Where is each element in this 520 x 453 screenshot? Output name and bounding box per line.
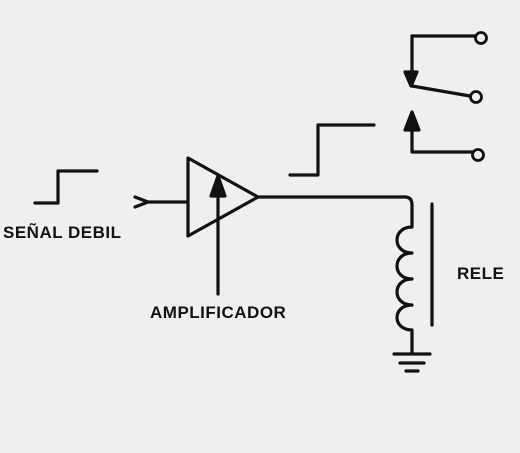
relay-armature [410, 34, 472, 98]
input-step-waveform [33, 169, 99, 205]
ground-symbol [392, 346, 432, 373]
amplifier-triangle [186, 156, 260, 238]
amplifier-gain-arrowhead [209, 174, 227, 198]
relay-common-terminal [469, 90, 483, 104]
relay-lower-contact-arrowhead [403, 110, 421, 132]
relay-upper-terminal [474, 31, 488, 45]
amplifier-label: AMPLIFICADOR [150, 303, 287, 322]
relay-armature-arrowhead [403, 70, 419, 88]
input-signal-label: SEÑAL DEBIL [3, 223, 122, 242]
relay-lower-contact-wire [410, 121, 474, 154]
output-step-waveform [288, 123, 376, 177]
relay-coil [395, 203, 414, 350]
relay-label: RELE [457, 264, 505, 283]
relay-lower-terminal [471, 148, 485, 162]
output-wire [256, 195, 414, 207]
input-arrow [133, 195, 190, 209]
